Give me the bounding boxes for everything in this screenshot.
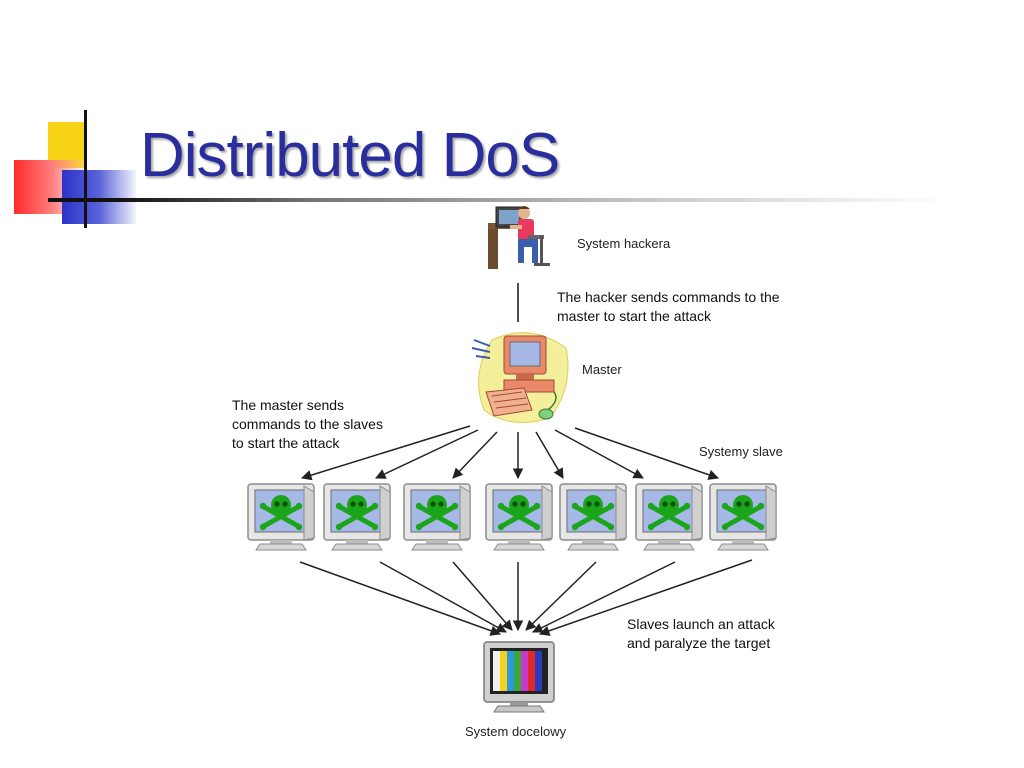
arrow-slave-target-2 xyxy=(379,561,507,633)
arrow-master-slave-5 xyxy=(535,431,564,479)
arrow-master-slave-7 xyxy=(574,427,719,480)
note-master-line-1: The master sends xyxy=(232,397,344,413)
slaves-to-target-arrows xyxy=(299,559,753,636)
title-underline xyxy=(48,198,948,202)
hacker-computer-icon xyxy=(488,206,550,269)
slave-monitor-6 xyxy=(636,484,702,550)
slave-monitor-3 xyxy=(404,484,470,550)
note-master-line-3: to start the attack xyxy=(232,435,340,451)
arrow-slave-target-7 xyxy=(539,559,753,636)
arrow-slave-target-5 xyxy=(525,561,597,631)
target-label: System docelowy xyxy=(465,724,567,739)
decor-vertical-line xyxy=(84,110,87,228)
arrow-master-slave-2 xyxy=(375,429,479,479)
slaves-label: Systemy slave xyxy=(699,444,783,459)
note-hacker-line-1: The hacker sends commands to the xyxy=(557,289,780,305)
arrow-slave-target-6 xyxy=(532,561,676,633)
master-computer-icon xyxy=(471,332,569,423)
note-slaves-line-2: and paralyze the target xyxy=(627,635,770,651)
arrow-slave-target-1 xyxy=(299,561,501,636)
hacker-label: System hackera xyxy=(577,236,671,251)
note-hacker-line-2: master to start the attack xyxy=(557,308,712,324)
master-label: Master xyxy=(582,362,622,377)
master-to-slaves-arrows xyxy=(300,425,719,481)
note-master-line-2: commands to the slaves xyxy=(232,416,383,432)
note-slaves-line-1: Slaves launch an attack xyxy=(627,616,776,632)
slave-monitor-2 xyxy=(324,484,390,550)
arrow-master-slave-3 xyxy=(452,431,498,479)
slave-monitor-4 xyxy=(486,484,552,550)
arrow-master-slave-6 xyxy=(554,429,644,479)
slave-monitor-7 xyxy=(710,484,776,550)
slave-monitor-5 xyxy=(560,484,626,550)
slave-monitor-1 xyxy=(248,484,314,550)
arrow-master-slave-1 xyxy=(300,425,471,481)
decor-blue-block xyxy=(62,170,136,224)
arrow-slave-target-3 xyxy=(452,561,513,631)
target-monitor-icon xyxy=(483,641,555,713)
slide-title: Distributed DoS xyxy=(140,121,560,190)
